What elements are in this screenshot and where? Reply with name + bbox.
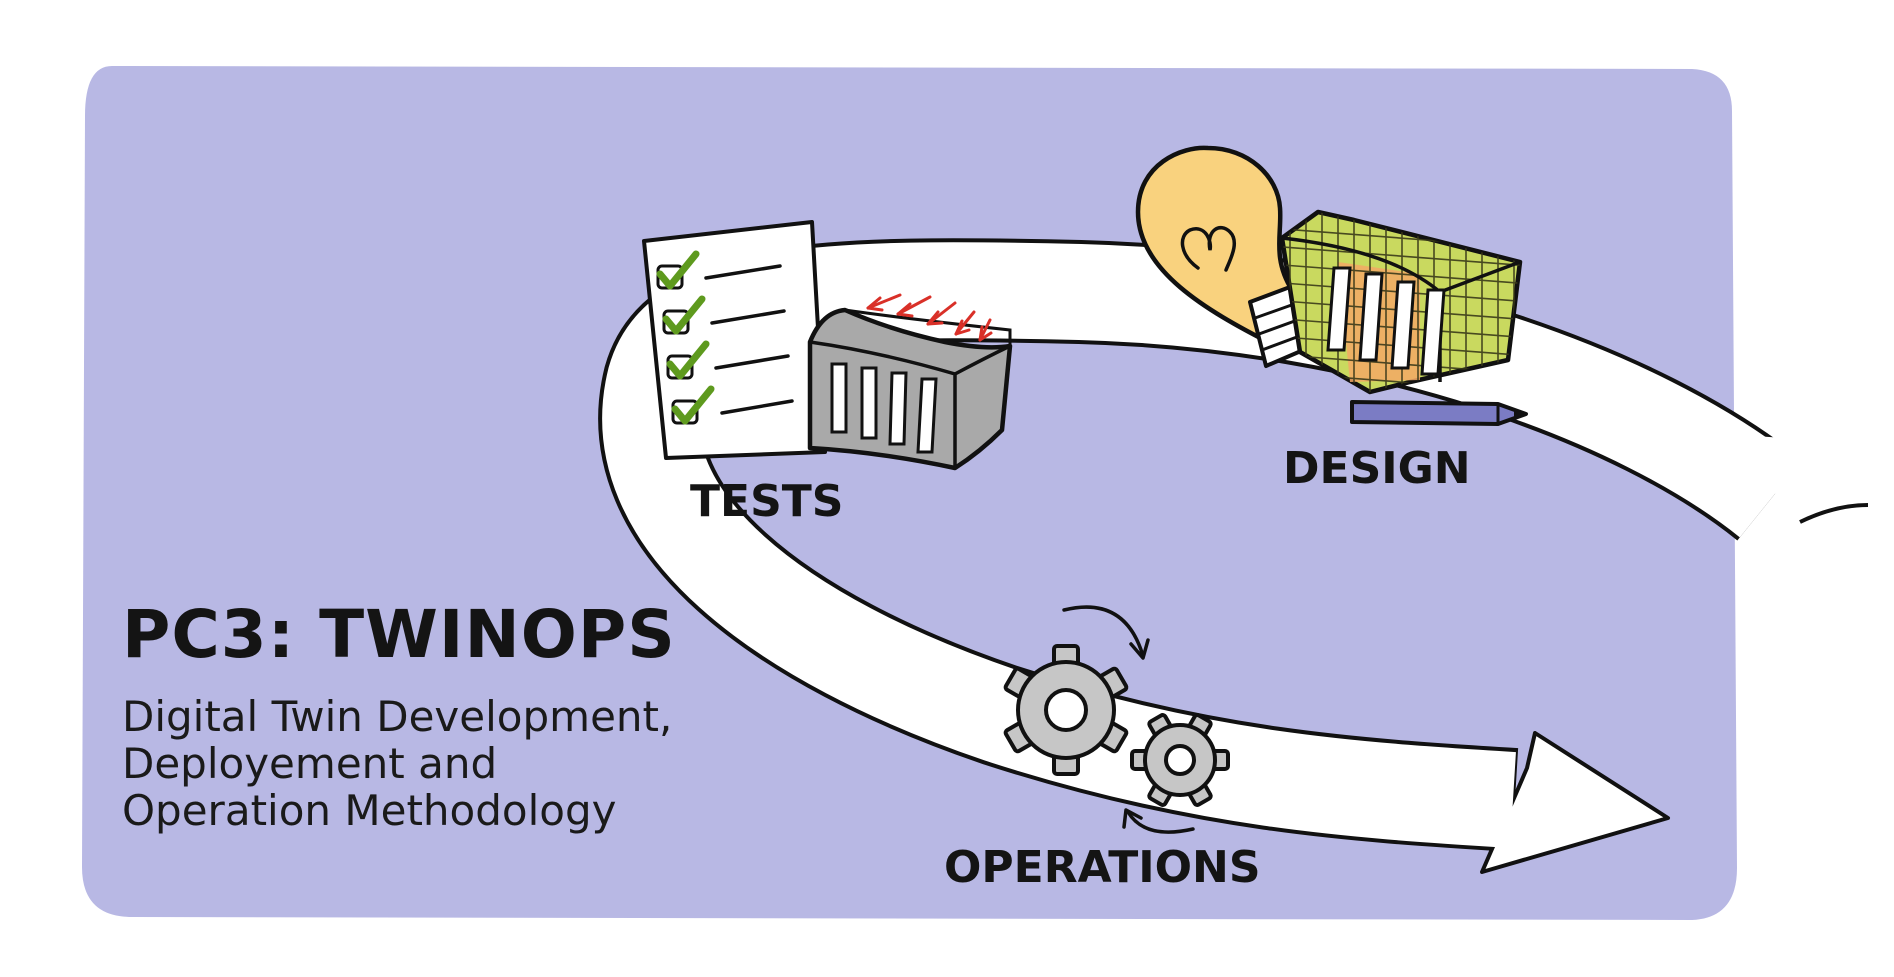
large-gear [1003,644,1129,776]
checklist-icon [642,220,827,460]
loop-arrowhead [1480,731,1670,874]
gears-icon [1003,644,1230,807]
rotation-arrow-icon [1062,605,1195,834]
stressed-building-icon [807,293,1013,471]
loop-tail-edge [1799,503,1869,524]
operations-label: OPERATIONS [944,842,1261,893]
tests-group: TESTS [642,220,1013,527]
stress-arrows-icon [866,293,993,342]
pencil-icon [1350,400,1528,426]
tests-label: TESTS [690,476,843,527]
design-group: DESIGN [1135,145,1528,494]
page-subtitle: Digital Twin Development, Deployement an… [122,693,672,834]
subtitle-line: Operation Methodology [122,786,617,835]
design-label: DESIGN [1283,443,1471,494]
loop-tail-end [1723,434,1860,522]
small-gear [1130,713,1230,807]
subtitle-line: Digital Twin Development, [122,692,673,741]
subtitle-line: Deployement and [122,739,498,788]
page-title: PC3: TWINOPS [122,596,676,673]
building-sketch-icon [1279,209,1523,395]
operations-group: OPERATIONS [944,605,1261,893]
